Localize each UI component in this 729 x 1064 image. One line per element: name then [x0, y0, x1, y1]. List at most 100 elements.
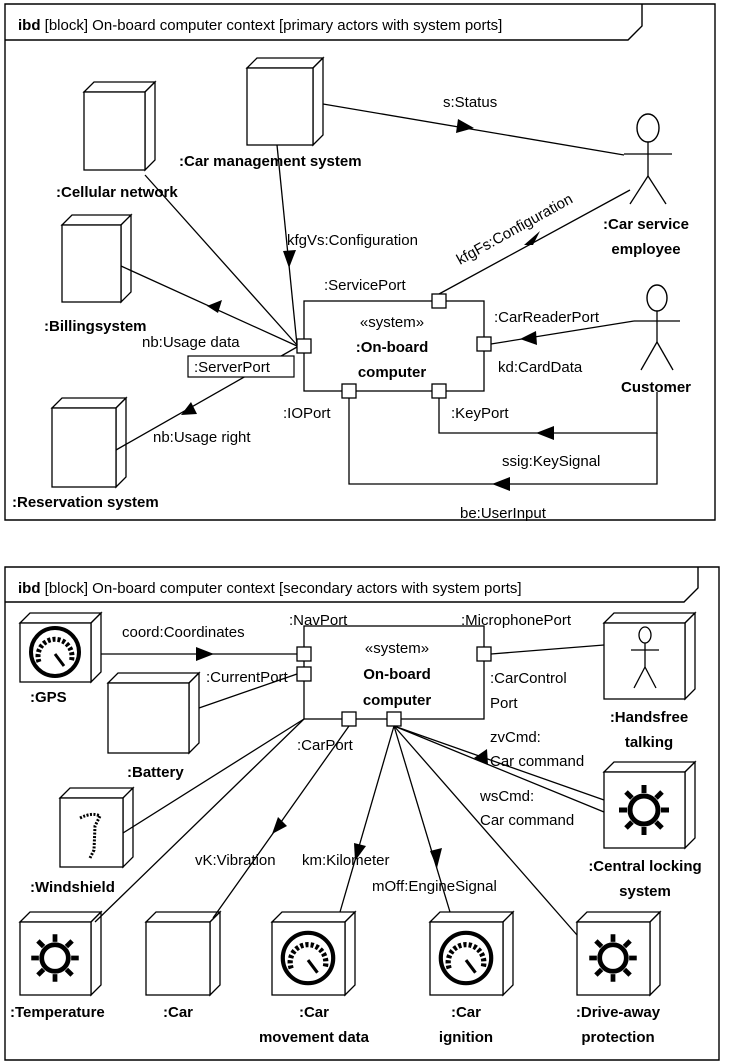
key-signal-label: ssig:KeySignal [502, 453, 600, 470]
handsfree-label-line2: talking [625, 734, 673, 751]
central-locking-block[interactable] [602, 760, 697, 850]
server-port-label-box [187, 355, 295, 378]
kilometer-connector [339, 725, 395, 913]
server-port[interactable] [296, 338, 312, 354]
kfgvs-label: kfgVs:Configuration [287, 232, 418, 249]
zvcmd-label-line1: zvCmd: [490, 729, 541, 746]
handsfree-label-line1: :Handsfree [610, 709, 688, 726]
system-block[interactable]: «system» :On-board computer [303, 300, 485, 392]
driveaway-connector [393, 725, 578, 936]
wiper-icon [79, 812, 103, 859]
car-movement-block[interactable] [270, 910, 357, 997]
gauge-icon [31, 628, 79, 676]
kfgvs-arrow [283, 250, 296, 268]
employee-label-line1: :Car service [603, 216, 689, 233]
coord-label: coord:Coordinates [122, 624, 245, 641]
user-input-label: be:UserInput [460, 505, 547, 522]
wscmd-label-line2: Car command [480, 812, 574, 829]
card-data-arrow [520, 331, 537, 345]
diagram-secondary: ibd [block] On-board computer context [s… [4, 566, 720, 1061]
diagram-frame-2 [4, 566, 720, 1061]
nav-port[interactable] [296, 646, 312, 662]
system-name-line2-2: computer [363, 692, 432, 709]
lock-gear-icon [619, 785, 669, 835]
kilometer-label: km:Kilometer [302, 852, 390, 869]
vibration-label: vK:Vibration [195, 852, 276, 869]
vibration-arrow [272, 817, 287, 834]
gps-label: :GPS [30, 689, 67, 706]
car-control-port[interactable] [386, 711, 402, 727]
car-ignition-block[interactable] [428, 910, 515, 997]
usage-right-label: nb:Usage right [153, 429, 251, 446]
gauge-icon [441, 933, 491, 983]
reservation-block[interactable] [50, 396, 128, 489]
car-management-block[interactable] [245, 56, 325, 147]
server-port-label: :ServerPort [194, 359, 271, 376]
card-data-label: kd:CardData [498, 359, 583, 376]
temperature-block[interactable] [18, 910, 103, 997]
car-ignition-label-line2: ignition [439, 1029, 493, 1046]
user-input-arrow [492, 477, 510, 491]
key-signal-arrow [536, 426, 554, 440]
io-port[interactable] [341, 383, 357, 399]
header-tab [5, 4, 643, 41]
car-ignition-label-line1: :Car [451, 1004, 481, 1021]
car-port-label: :CarPort [297, 737, 354, 754]
card-reader-port[interactable] [476, 336, 492, 352]
kfgfs-arrow [524, 231, 546, 245]
engine-connector [393, 725, 451, 913]
drive-away-block[interactable] [575, 910, 662, 997]
system-block-2[interactable]: «system» On-board computer [303, 625, 485, 720]
nav-port-label: :NavPort [289, 612, 348, 629]
status-arrow [456, 119, 474, 133]
diagram-frame [4, 3, 716, 521]
cellular-network-block[interactable] [82, 80, 157, 172]
car-management-label: :Car management system [179, 153, 362, 170]
car-port[interactable] [341, 711, 357, 727]
locking-connector [393, 725, 605, 813]
billing-block[interactable] [60, 213, 133, 304]
system-stereotype: «system» [360, 314, 424, 331]
system-name-line1-2: On-board [363, 666, 431, 683]
current-port[interactable] [296, 666, 312, 682]
car-control-port-label-line2: Port [490, 695, 518, 712]
car-movement-label-line1: :Car [299, 1004, 329, 1021]
car-block[interactable] [144, 910, 222, 997]
service-port[interactable] [431, 293, 447, 309]
diagram-primary: ibd [block] On-board computer context [p… [4, 3, 716, 522]
header-tab-2 [5, 567, 699, 603]
card-data-connector [490, 320, 635, 345]
wscmd-label-line1: wsCmd: [479, 788, 534, 805]
configuration-connector-carmgmt [276, 144, 298, 346]
person-icon [631, 626, 659, 689]
lock-gear-icon [589, 934, 637, 982]
system-stereotype-2: «system» [365, 640, 429, 657]
cellular-connector [144, 174, 298, 346]
current-port-label: :CurrentPort [206, 669, 289, 686]
locking-command-connector [393, 725, 605, 801]
employee-label-line2: employee [611, 241, 680, 258]
reservation-label: :Reservation system [12, 494, 159, 511]
usage-right-arrow [181, 402, 197, 415]
gps-block[interactable] [18, 611, 103, 684]
car-service-employee-actor[interactable] [624, 113, 672, 205]
engine-signal-label: mOff:EngineSignal [372, 878, 497, 895]
drive-away-label-line1: :Drive-away [576, 1004, 661, 1021]
windshield-block[interactable] [58, 786, 135, 869]
gauge-icon [283, 933, 333, 983]
zvcmd-label-line2: Car command [490, 753, 584, 770]
usage-data-arrow [207, 300, 222, 313]
car-control-port-label-line1: :CarControl [490, 670, 567, 687]
microphone-connector [490, 644, 605, 655]
car-label: :Car [163, 1004, 193, 1021]
battery-block[interactable] [106, 671, 201, 755]
status-label: s:Status [443, 94, 497, 111]
diagram-header: ibd [block] On-board computer context [p… [18, 17, 502, 34]
system-name-line2: computer [358, 364, 427, 381]
service-port-label: :ServicePort [324, 277, 407, 294]
system-name-line1: :On-board [356, 339, 429, 356]
key-port[interactable] [431, 383, 447, 399]
microphone-port[interactable] [476, 646, 492, 662]
handsfree-block[interactable] [602, 611, 697, 701]
customer-actor[interactable] [634, 284, 680, 371]
